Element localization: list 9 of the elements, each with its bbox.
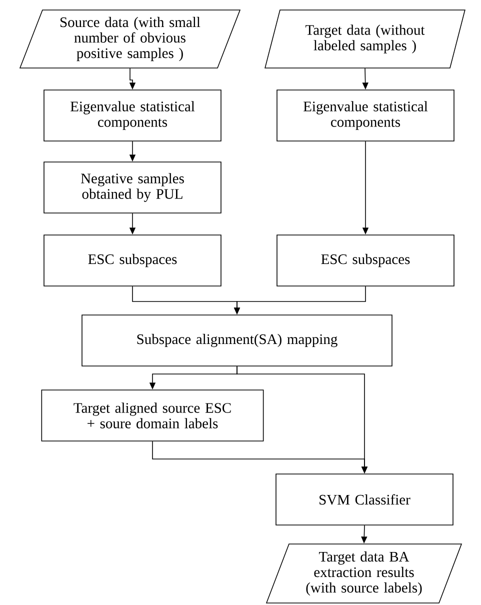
process-box: SVM Classifier: [276, 474, 454, 526]
process-box: Negative samples obtained by PUL: [44, 162, 222, 214]
data-parallelogram: Target data (without labeled samples ): [264, 10, 466, 68]
process-box: ESC subspaces: [44, 234, 222, 286]
process-box: Eigenvalue statistical components: [276, 90, 454, 142]
process-box: ESC subspaces: [276, 234, 454, 286]
process-box: Subspace alignment(SA) mapping: [82, 314, 392, 366]
process-box: Eigenvalue statistical components: [44, 90, 222, 142]
process-box: Target aligned source ESC + soure domain labels: [41, 390, 264, 442]
